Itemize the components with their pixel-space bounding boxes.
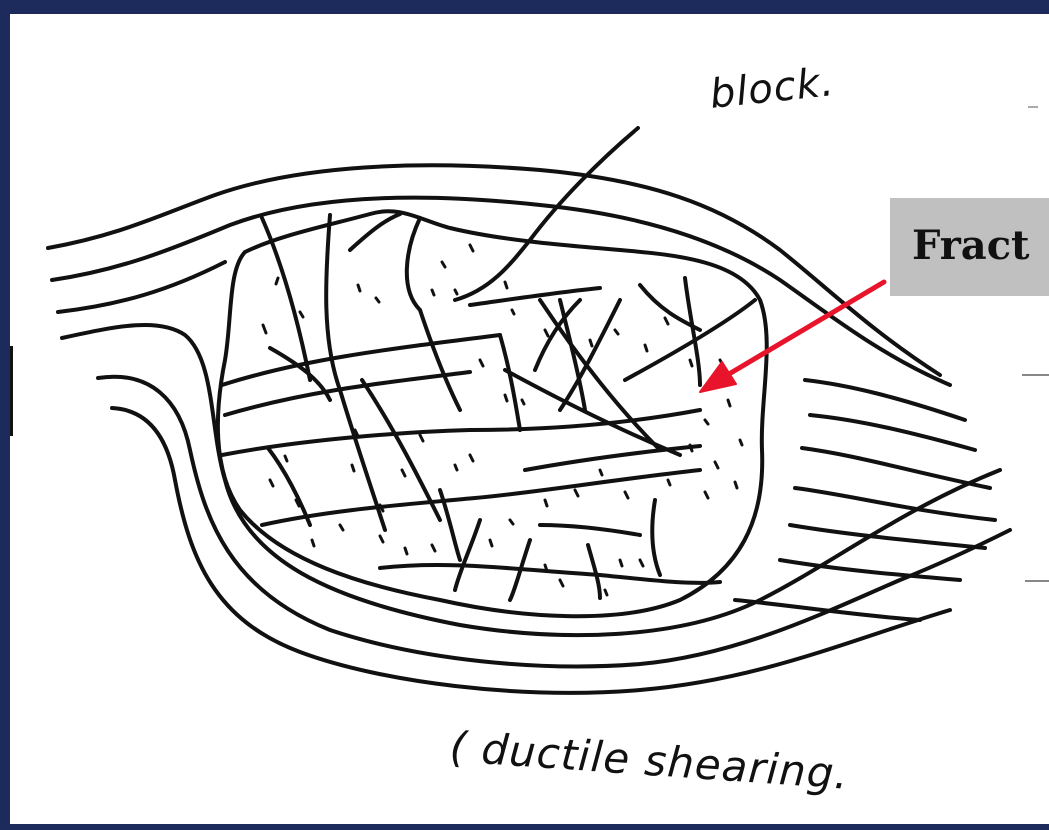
fracture-callout-box: Fract [890,198,1049,296]
fracture-network [222,214,755,600]
scan-edge-mark [1028,106,1038,108]
sketch-canvas: block. ( ductile shearing. Fract [10,14,1049,824]
ductile-shear-sketch [10,14,1049,824]
scan-edge-mark [10,346,13,436]
scan-edge-mark [1025,580,1049,582]
scan-edge-mark [1022,374,1049,376]
stipple-dots [263,245,742,595]
fracture-arrow [700,282,884,392]
